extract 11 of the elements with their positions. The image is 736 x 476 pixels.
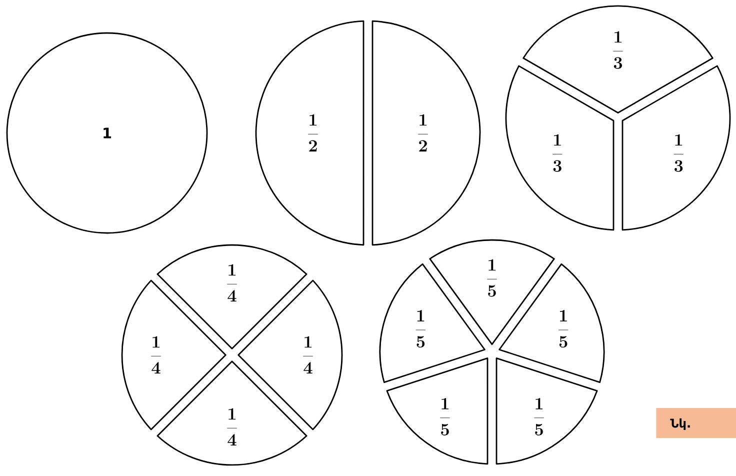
circle-sector: $\frac{1}{5}$ — [496, 357, 598, 465]
circle-sector: $\frac{1}{3}$ — [622, 65, 731, 231]
circle-sector: $\frac{1}{5}$ — [498, 263, 605, 383]
circle-sector: $\frac{1}{5}$ — [379, 263, 486, 383]
circle-sector: $\frac{1}{3}$ — [505, 65, 614, 231]
circle-sector: $\frac{1}{3}$ — [522, 5, 714, 114]
circle-sector: $\frac{1}{5}$ — [386, 357, 488, 465]
figure-label: Նկ. — [656, 408, 736, 438]
circle-sector: $\frac{1}{4}$ — [238, 280, 343, 430]
circle-sector: $\frac{1}{5}$ — [429, 239, 555, 346]
circle-sector: $\frac{1}{4}$ — [121, 280, 226, 430]
